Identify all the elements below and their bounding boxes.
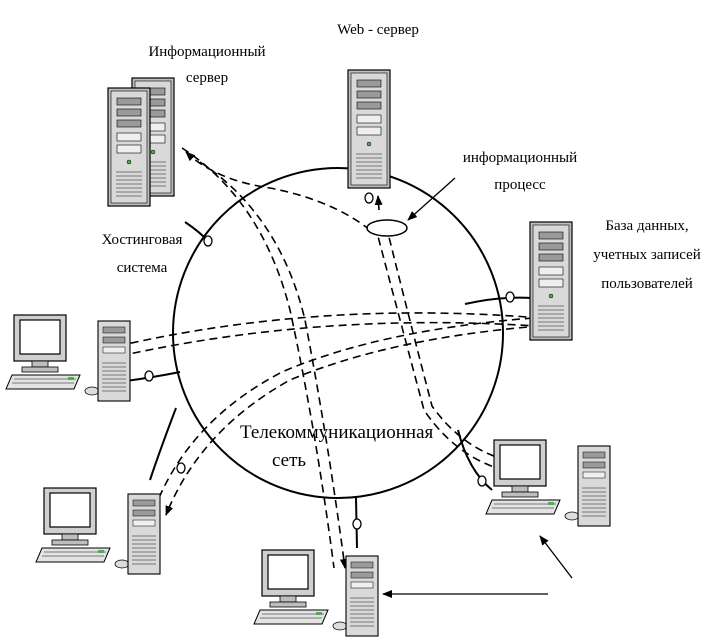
connector-icon bbox=[364, 192, 374, 204]
callout-arrows bbox=[382, 177, 573, 598]
network-label-line2: сеть bbox=[272, 450, 306, 471]
connector-icon bbox=[203, 235, 213, 247]
database-server-icon bbox=[529, 221, 573, 341]
information-flows bbox=[117, 147, 541, 569]
information-server-icon bbox=[107, 77, 175, 207]
connector-icon bbox=[505, 291, 515, 303]
workstation-icon bbox=[5, 314, 131, 402]
database-label-line2: учетных записей bbox=[593, 247, 701, 263]
info-process-label-line1: информационный bbox=[463, 150, 577, 166]
connector-icon bbox=[144, 370, 154, 382]
network-circle bbox=[172, 167, 504, 499]
connector-icon bbox=[176, 462, 186, 474]
database-label-line3: пользователей bbox=[601, 276, 693, 292]
info-process-label-line2: процесс bbox=[494, 177, 546, 193]
connector-icon bbox=[477, 475, 487, 487]
hosting-label-line2: система bbox=[117, 260, 168, 276]
info-server-label-line2: сервер bbox=[186, 70, 228, 86]
network-label-line1: Телекоммуникационная bbox=[240, 422, 433, 443]
connector-icon bbox=[352, 518, 362, 530]
web-server-label: Web - сервер bbox=[337, 22, 419, 38]
hosting-label-line1: Хостинговая bbox=[102, 232, 183, 248]
connector-icons bbox=[144, 192, 515, 530]
workstation-icon bbox=[253, 549, 379, 637]
database-label-line1: База данных, bbox=[605, 218, 688, 234]
information-process-marker bbox=[366, 219, 408, 237]
workstation-icon bbox=[485, 439, 611, 527]
info-server-label-line1: Информационный bbox=[148, 44, 265, 60]
web-server-icon bbox=[347, 69, 391, 189]
workstation-icon bbox=[35, 487, 161, 575]
